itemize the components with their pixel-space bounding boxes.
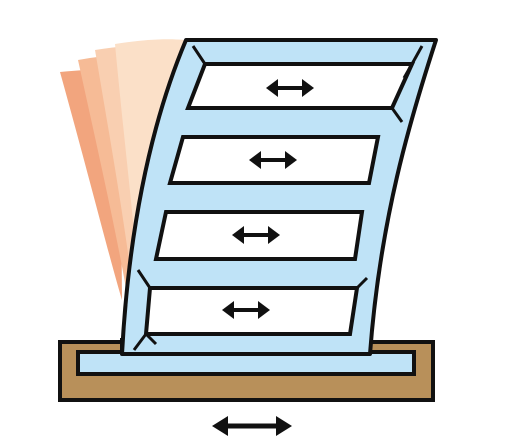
corner-cracks-4 bbox=[191, 45, 424, 123]
crack-line bbox=[136, 269, 152, 289]
building-body bbox=[120, 38, 438, 356]
floor-arrow-icon-3 bbox=[249, 151, 297, 169]
arrow-head-left bbox=[266, 79, 278, 97]
crack-line bbox=[132, 333, 148, 351]
crack-line bbox=[355, 276, 369, 290]
arrow-head-right bbox=[258, 301, 270, 319]
corner-cracks-1 bbox=[132, 269, 369, 351]
arrow-head-right bbox=[285, 151, 297, 169]
floor-arrow-icon-4 bbox=[266, 79, 314, 97]
crack-line bbox=[144, 332, 158, 346]
arrow-head-right bbox=[268, 226, 280, 244]
arrow-head-left bbox=[232, 226, 244, 244]
floors bbox=[132, 45, 424, 351]
crack-line bbox=[402, 63, 414, 79]
crack-line bbox=[390, 107, 404, 123]
arrow-head-left bbox=[249, 151, 261, 169]
floor-arrow-icon-1 bbox=[222, 301, 270, 319]
crack-line bbox=[191, 45, 207, 65]
ground-arrow-icon bbox=[212, 416, 292, 436]
arrow-head-right bbox=[302, 79, 314, 97]
floor-arrow-icon-2 bbox=[232, 226, 280, 244]
crack-line bbox=[410, 45, 424, 65]
arrow-head-left bbox=[222, 301, 234, 319]
